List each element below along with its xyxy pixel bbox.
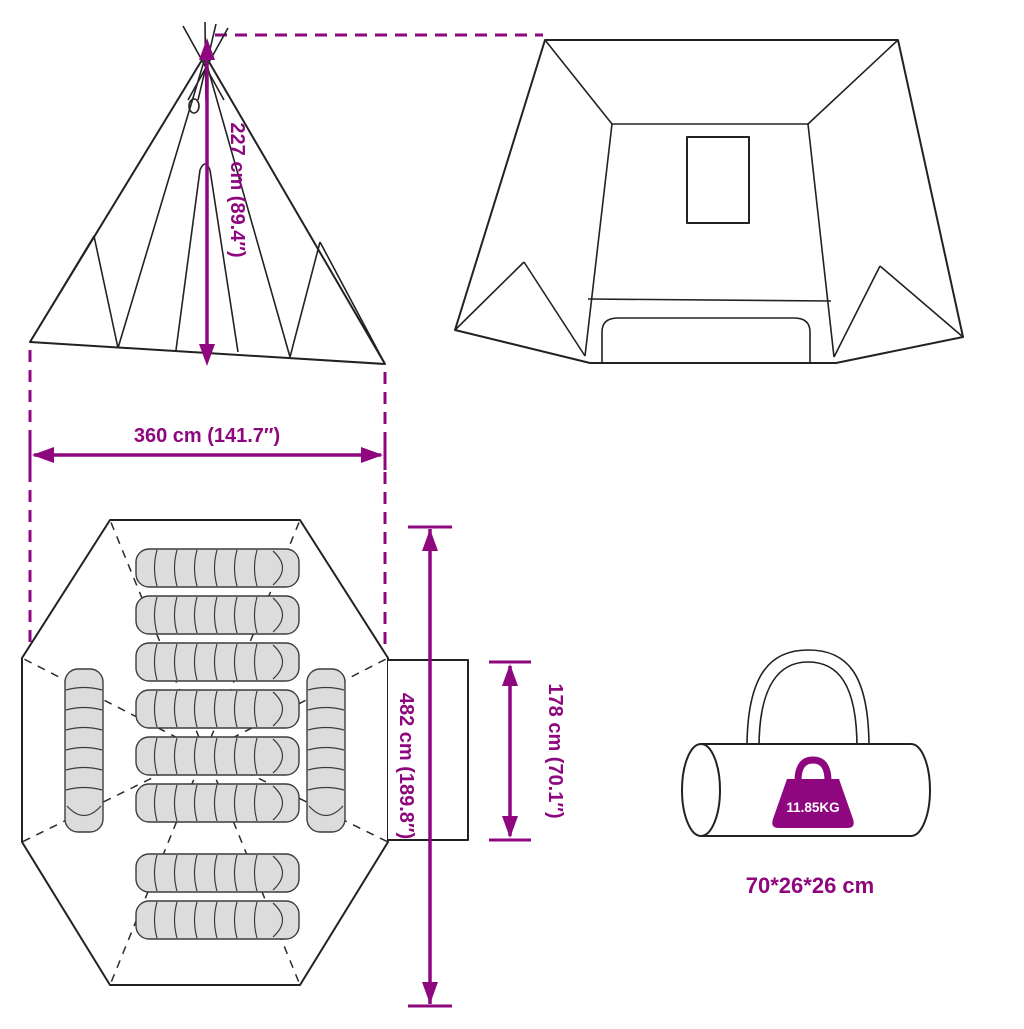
carry-bag-size-label: 70*26*26 cm bbox=[746, 873, 874, 898]
carry-bag: 11.85KG 70*26*26 cm bbox=[681, 649, 931, 898]
weight-icon: 11.85KG bbox=[772, 756, 854, 828]
tent-front-seams bbox=[29, 57, 386, 365]
carry-bag-handle bbox=[746, 649, 870, 749]
arrow-right-icon bbox=[361, 447, 383, 463]
sleeping-bag bbox=[135, 548, 300, 588]
height-dimension: 227 cm (89.4″) bbox=[199, 38, 248, 366]
sleeping-bag bbox=[135, 853, 300, 893]
sleeping-bag bbox=[135, 642, 300, 682]
tent-door bbox=[175, 163, 239, 353]
sleeping-bag bbox=[135, 689, 300, 729]
sleeping-bag bbox=[306, 668, 346, 833]
sleeping-bag bbox=[135, 783, 300, 823]
arrow-down-icon bbox=[502, 816, 518, 838]
door-width-dimension: 178 cm (70.1″) bbox=[489, 660, 566, 842]
door-width-dimension-label: 178 cm (70.1″) bbox=[544, 683, 566, 818]
length-dimension: 482 cm (189.8″) bbox=[395, 525, 452, 1008]
sleeping-bag bbox=[135, 900, 300, 940]
height-dimension-label: 227 cm (89.4″) bbox=[226, 122, 248, 257]
weight-label: 11.85KG bbox=[786, 800, 839, 815]
arrow-up-icon bbox=[502, 664, 518, 686]
length-dimension-label: 482 cm (189.8″) bbox=[395, 693, 417, 839]
width-dimension: 360 cm (141.7″) bbox=[28, 425, 387, 470]
arrow-down-icon bbox=[422, 982, 438, 1004]
sleeping-bag bbox=[64, 668, 104, 833]
tent-window bbox=[686, 136, 750, 224]
sleeping-bag bbox=[135, 595, 300, 635]
sleeping-bag bbox=[135, 736, 300, 776]
carry-bag-end bbox=[681, 743, 721, 837]
floorplan-top-view bbox=[21, 519, 469, 986]
arrow-down-icon bbox=[199, 344, 215, 366]
arrow-up-icon bbox=[422, 529, 438, 551]
projection-lines bbox=[28, 33, 543, 650]
arrow-left-icon bbox=[32, 447, 54, 463]
tent-side-view bbox=[454, 39, 964, 364]
arrow-up-icon bbox=[199, 38, 215, 60]
width-dimension-label: 360 cm (141.7″) bbox=[134, 425, 280, 447]
tent-rear-door-arch bbox=[601, 317, 811, 363]
door-extension bbox=[388, 659, 469, 841]
tent-side-seams bbox=[454, 39, 964, 363]
